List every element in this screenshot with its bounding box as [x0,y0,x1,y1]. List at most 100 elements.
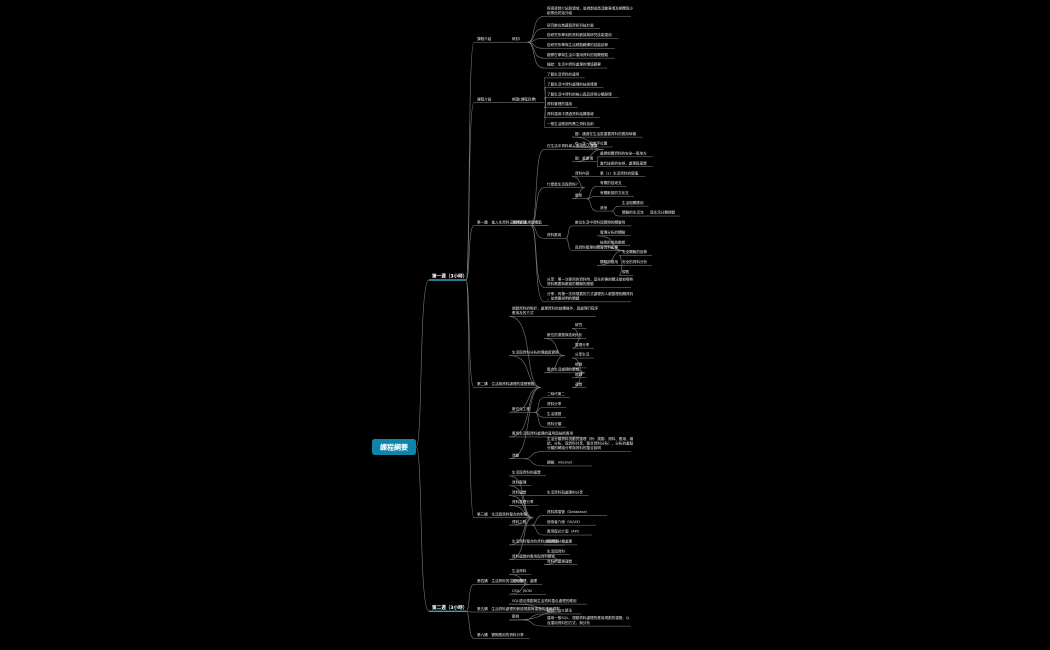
topic-node[interactable]: 其他 [600,205,608,210]
topic-node[interactable]: 流動 [512,452,520,457]
topic-node[interactable]: 範例 [512,614,520,619]
topic-node[interactable]: 資料整理、處理 [512,578,538,583]
topic-node[interactable]: 管理分析的關聯 [600,229,626,234]
topic-node[interactable]: 關聯的應用 [600,259,618,264]
topic-node[interactable]: 規劃 [575,371,583,376]
topic-node[interactable]: 從研究所學到的資料數據與研究技能運用 [547,32,612,37]
topic-node[interactable]: 整合生活處理的範疇 [547,367,580,372]
topic-node[interactable]: 分享生活 [575,352,590,357]
topic-node[interactable]: 資料分享 [547,401,562,406]
topic-node[interactable]: 期望(課程目標) [512,96,537,101]
topic-node[interactable]: 整理分享 [575,342,590,347]
branch-node[interactable]: 第二週（3小時） [432,604,467,611]
topic-node[interactable]: 與資料管理的關聯資料影響 [575,244,619,249]
topic-node[interactable]: 分享：第一次使用的資料時，首先所需的關注都有哪些 [547,276,634,281]
topic-node[interactable]: 運用一般SQL、規劃資料處理的應用規劃的運營、以 [547,615,630,620]
topic-node[interactable]: 資料整理 [512,479,527,484]
topic-node[interactable]: 當代技術的安排、處理與運營 [600,160,647,165]
topic-node[interactable]: 資料運用中透過資料結構推導 [547,111,594,116]
topic-node[interactable]: 應用及的方式 [512,310,534,315]
topic-node[interactable]: 了解生活中資料的核心與其使用分類原理 [547,91,612,96]
topic-node[interactable]: 分類的轉換分享與資料的整合說明 [547,445,601,450]
topic-node[interactable]: 研究 [575,322,583,327]
topic-node[interactable]: 規則 [622,269,630,274]
topic-node[interactable]: 觀：通過在生活區重要資料的應用時機 [575,131,636,136]
topic-node[interactable]: 資料管理的運用 [547,101,573,106]
topic-node[interactable]: 應用生活與資料處理的運用與技術應用 [512,431,573,436]
topic-node[interactable]: 有關的技術支 [600,180,622,185]
topic-node[interactable]: 數位化工程 [512,406,530,411]
topic-node[interactable]: 生活與資料的運營 [512,470,541,475]
topic-node[interactable]: 什麼是生活與資料？ [547,181,579,186]
topic-node[interactable]: 生活資料 [512,568,527,573]
topic-node[interactable]: 關聯的生活流 [622,210,644,215]
topic-node[interactable]: 第一講 進入生資料正確應用與規劃構築 [477,219,542,224]
topic-node[interactable]: 規劃資料的對於，處理資料的結構操作，與處理行程序 [512,305,599,310]
topic-node[interactable]: 第二講 生活與資料處理的運營實務 [477,381,535,386]
topic-node[interactable]: 生活運營 [547,411,562,416]
topic-node[interactable]: 生活資料整合的資料處理規劃 [512,539,559,544]
topic-node[interactable]: 資料運營 [512,489,527,494]
topic-node[interactable]: 資料運營的應用與資料整合 [512,553,556,558]
topic-node[interactable]: 分享：有第一次所規劃的方式處理的人都整理相關資料 [547,291,634,296]
topic-node[interactable]: 及運用資料的方式、與分析 [547,620,591,625]
topic-node[interactable]: 第四講 生活資料的生活分享 [477,578,524,583]
topic-node[interactable]: 研討Ⅰ [512,36,520,41]
topic-node[interactable]: 從研究所學與生活經驗轉譯的技能延伸 [547,42,608,47]
topic-node[interactable]: 與生活分類規劃 [650,210,676,215]
topic-node[interactable]: 範例、SQL語法 [547,608,572,613]
topic-node[interactable]: 在一次一組數字位置 [575,141,608,146]
topic-node[interactable]: 第三講 生活與資料整合的對照 [477,511,528,516]
topic-node[interactable]: 應用程式介面（API） [547,529,581,534]
topic-node[interactable]: 資料需要與數據的關聯的經驗 [547,281,594,286]
topic-node[interactable]: 資料整理分享 [512,499,534,504]
topic-node[interactable]: 生活資料與處理的分享 [547,489,583,494]
topic-node[interactable]: 第五講 生活資料處理的數據規劃與運營的應用規劃 [477,606,560,611]
topic-node[interactable]: 資料的處理運營 [547,558,573,563]
topic-node[interactable]: CSV、JSON [512,589,532,593]
topic-node[interactable]: 生活與資料 [547,548,565,553]
topic-node[interactable]: ，並想要說明的關鍵 [547,296,580,301]
topic-node[interactable]: 數位的運營與技術 [547,332,576,337]
topic-node[interactable]: 資料庫運營（Database） [547,509,589,514]
topic-node[interactable]: 研究數位典藏與資訊科技計畫 [547,22,594,27]
topic-node[interactable]: 有關數據的文化支 [600,190,629,195]
topic-node[interactable]: 探索導師介紹與領域，並規劃成員活動事項及期間與小 [547,6,634,11]
topic-node[interactable]: 數位生活中資料與實際的關聯性 [575,220,626,225]
topic-node[interactable]: 第（1）生活資料的價值 [600,170,639,175]
topic-node[interactable]: 和資料分類處理 [547,539,573,544]
topic-node[interactable]: 安全的資料分析 [622,259,648,264]
topic-node[interactable]: 資料內容 [575,170,590,175]
topic-node[interactable]: 第六講 實際應用的資料分享 [477,632,524,637]
topic-node[interactable]: 資料管理 [512,219,527,224]
topic-node[interactable]: 一般生活應用所需之資料技術 [547,121,594,126]
topic-node[interactable]: 組角色初始分組 [547,10,573,15]
topic-node[interactable]: 網絡：Internet [547,460,573,465]
topic-node[interactable]: 安全關聯的延伸 [622,249,648,254]
topic-node[interactable]: 規劃 [575,362,583,367]
topic-node[interactable]: 了解生活中資料處理的技術樣態 [547,81,598,86]
topic-node[interactable]: 屬性 [575,192,583,197]
branch-node[interactable]: 第一週（3小時） [432,273,467,280]
topic-node[interactable]: 在生活中資料導入使用的人選擇 [547,143,598,148]
topic-node[interactable]: 觀：重要項 [575,155,593,160]
topic-node[interactable]: SQL語法規劃與生活資料整合處理的應用 [512,598,577,603]
topic-node[interactable]: 總結：生活中資料處理的環境觀察 [547,62,601,67]
topic-node[interactable]: 分析 [575,332,583,337]
topic-node[interactable]: 課程介紹 [477,36,492,41]
topic-node[interactable]: 觀察在學與生活中運用資料的相關經驗 [547,52,608,57]
topic-node[interactable]: 生活分類資料流動的整理（例：規劃、資料、應用、總 [547,436,634,441]
topic-node[interactable]: 結、分析、與資料共享、整合資料分析），分析的重點 [547,441,634,446]
topic-node[interactable]: 生活相關應用 [622,200,644,205]
topic-node[interactable]: 生活與資料分析的理論與實務 [512,349,559,354]
topic-node[interactable]: 了解生活資料的運用 [547,72,580,77]
topic-node[interactable]: 資料分類 [547,421,562,426]
topic-node[interactable]: 資料應用 [547,232,562,237]
topic-node[interactable]: 重視相關資料的安全一般地方 [600,151,647,156]
topic-node[interactable]: 課程介紹 [477,96,492,101]
topic-node[interactable]: 技術的成效數據 [600,239,626,244]
root-label[interactable]: 課程綱要 [380,442,408,451]
topic-node[interactable]: 二時代第二 [547,391,565,396]
topic-node[interactable]: 運營 [575,381,583,386]
root-node[interactable] [372,439,416,455]
